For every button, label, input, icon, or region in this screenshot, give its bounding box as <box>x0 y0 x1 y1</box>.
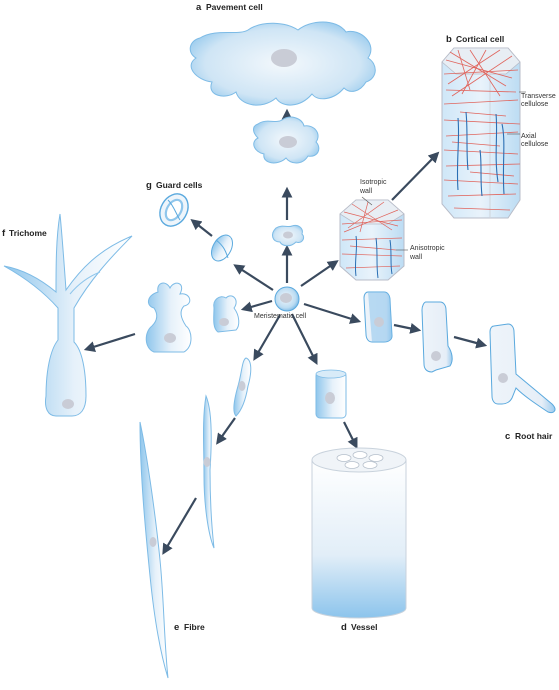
arrow-meri-to-root <box>303 302 362 324</box>
trichome-mature <box>3 213 133 417</box>
arrow-root-1-to-2 <box>393 323 422 334</box>
arrow-meri-to-isotropic <box>300 260 339 287</box>
transverse-cellulose-label-1: Transverse <box>521 93 556 100</box>
axial-cellulose-fibrils <box>456 111 505 197</box>
panel-f-letter: f <box>2 228 6 239</box>
arrow-fibre-precursor-to-young-fibre <box>216 417 236 445</box>
transverse-cellulose-fibrils <box>443 49 521 211</box>
transverse-cellulose-label-2: cellulose <box>521 101 548 108</box>
pavement-small-nucleus <box>283 231 293 239</box>
anisotropic-wall-label-2: wall <box>409 254 423 261</box>
arrow-meri-to-guard <box>233 264 274 291</box>
arrow-isotropic-to-cortical <box>391 151 440 201</box>
meristematic-nucleus <box>280 293 292 303</box>
arrow-meri-to-vessel-precursor <box>291 313 318 365</box>
panel-c-title: Root hair <box>515 431 553 441</box>
arrow-root-2-to-3 <box>453 335 488 349</box>
intermediate-wall-cell <box>339 199 405 281</box>
pavement-cell-mid <box>253 116 320 164</box>
root-cell-2 <box>421 301 453 373</box>
vessel-precursor <box>315 369 347 419</box>
pavement-cell-small <box>272 225 305 247</box>
root-cell-1 <box>363 291 393 343</box>
panel-g-title: Guard cells <box>156 180 203 190</box>
root-cell-3 <box>489 323 556 413</box>
fibre-young <box>203 394 215 549</box>
arrow-meri-to-trichome <box>240 299 273 313</box>
arrow-vessel-precursor-to-vessel <box>343 421 358 449</box>
panel-b-letter: b <box>446 34 452 45</box>
arrow-trichome-young-to-mature <box>83 332 136 352</box>
meristematic-cell <box>274 286 300 312</box>
axial-cellulose-label-2: cellulose <box>521 141 548 148</box>
panel-e-letter: e <box>174 622 179 633</box>
panel-c-letter: c <box>505 431 510 442</box>
arrow-meri-to-fibre-precursor <box>253 314 281 361</box>
isotropic-wall-label-2: wall <box>359 188 373 195</box>
guard-cell-pair <box>159 193 189 227</box>
panel-d-title: Vessel <box>351 622 377 632</box>
arrow-young-fibre-to-fibre <box>162 497 197 555</box>
vessel <box>311 447 407 619</box>
panel-f-title: Trichome <box>9 228 47 238</box>
pavement-mid-nucleus <box>279 136 297 148</box>
trichome-young <box>213 295 240 333</box>
fibre-precursor <box>233 357 252 417</box>
panel-b-title: Cortical cell <box>456 34 504 44</box>
trichome-branching <box>145 282 192 353</box>
meristematic-cell-label: Meristematic cell <box>254 313 307 320</box>
cortical-cell <box>441 47 521 219</box>
guard-cell-precursor <box>211 234 233 262</box>
anisotropic-wall-label-1: Anisotropic <box>410 245 445 252</box>
axial-cellulose-label-1: Axial <box>521 133 537 140</box>
panel-a-letter: a <box>196 2 202 13</box>
pavement-nucleus <box>271 49 297 67</box>
panel-d-letter: d <box>341 622 347 633</box>
differentiation-arrows <box>83 108 488 555</box>
panel-g-letter: g <box>146 180 152 191</box>
isotropic-wall-label-1: Isotropic <box>360 179 387 186</box>
pavement-cell-large <box>189 21 376 106</box>
fibre-mature <box>139 421 169 679</box>
panel-a-title: Pavement cell <box>206 2 263 12</box>
panel-e-title: Fibre <box>184 622 205 632</box>
arrow-guard-to-pair <box>190 218 213 237</box>
